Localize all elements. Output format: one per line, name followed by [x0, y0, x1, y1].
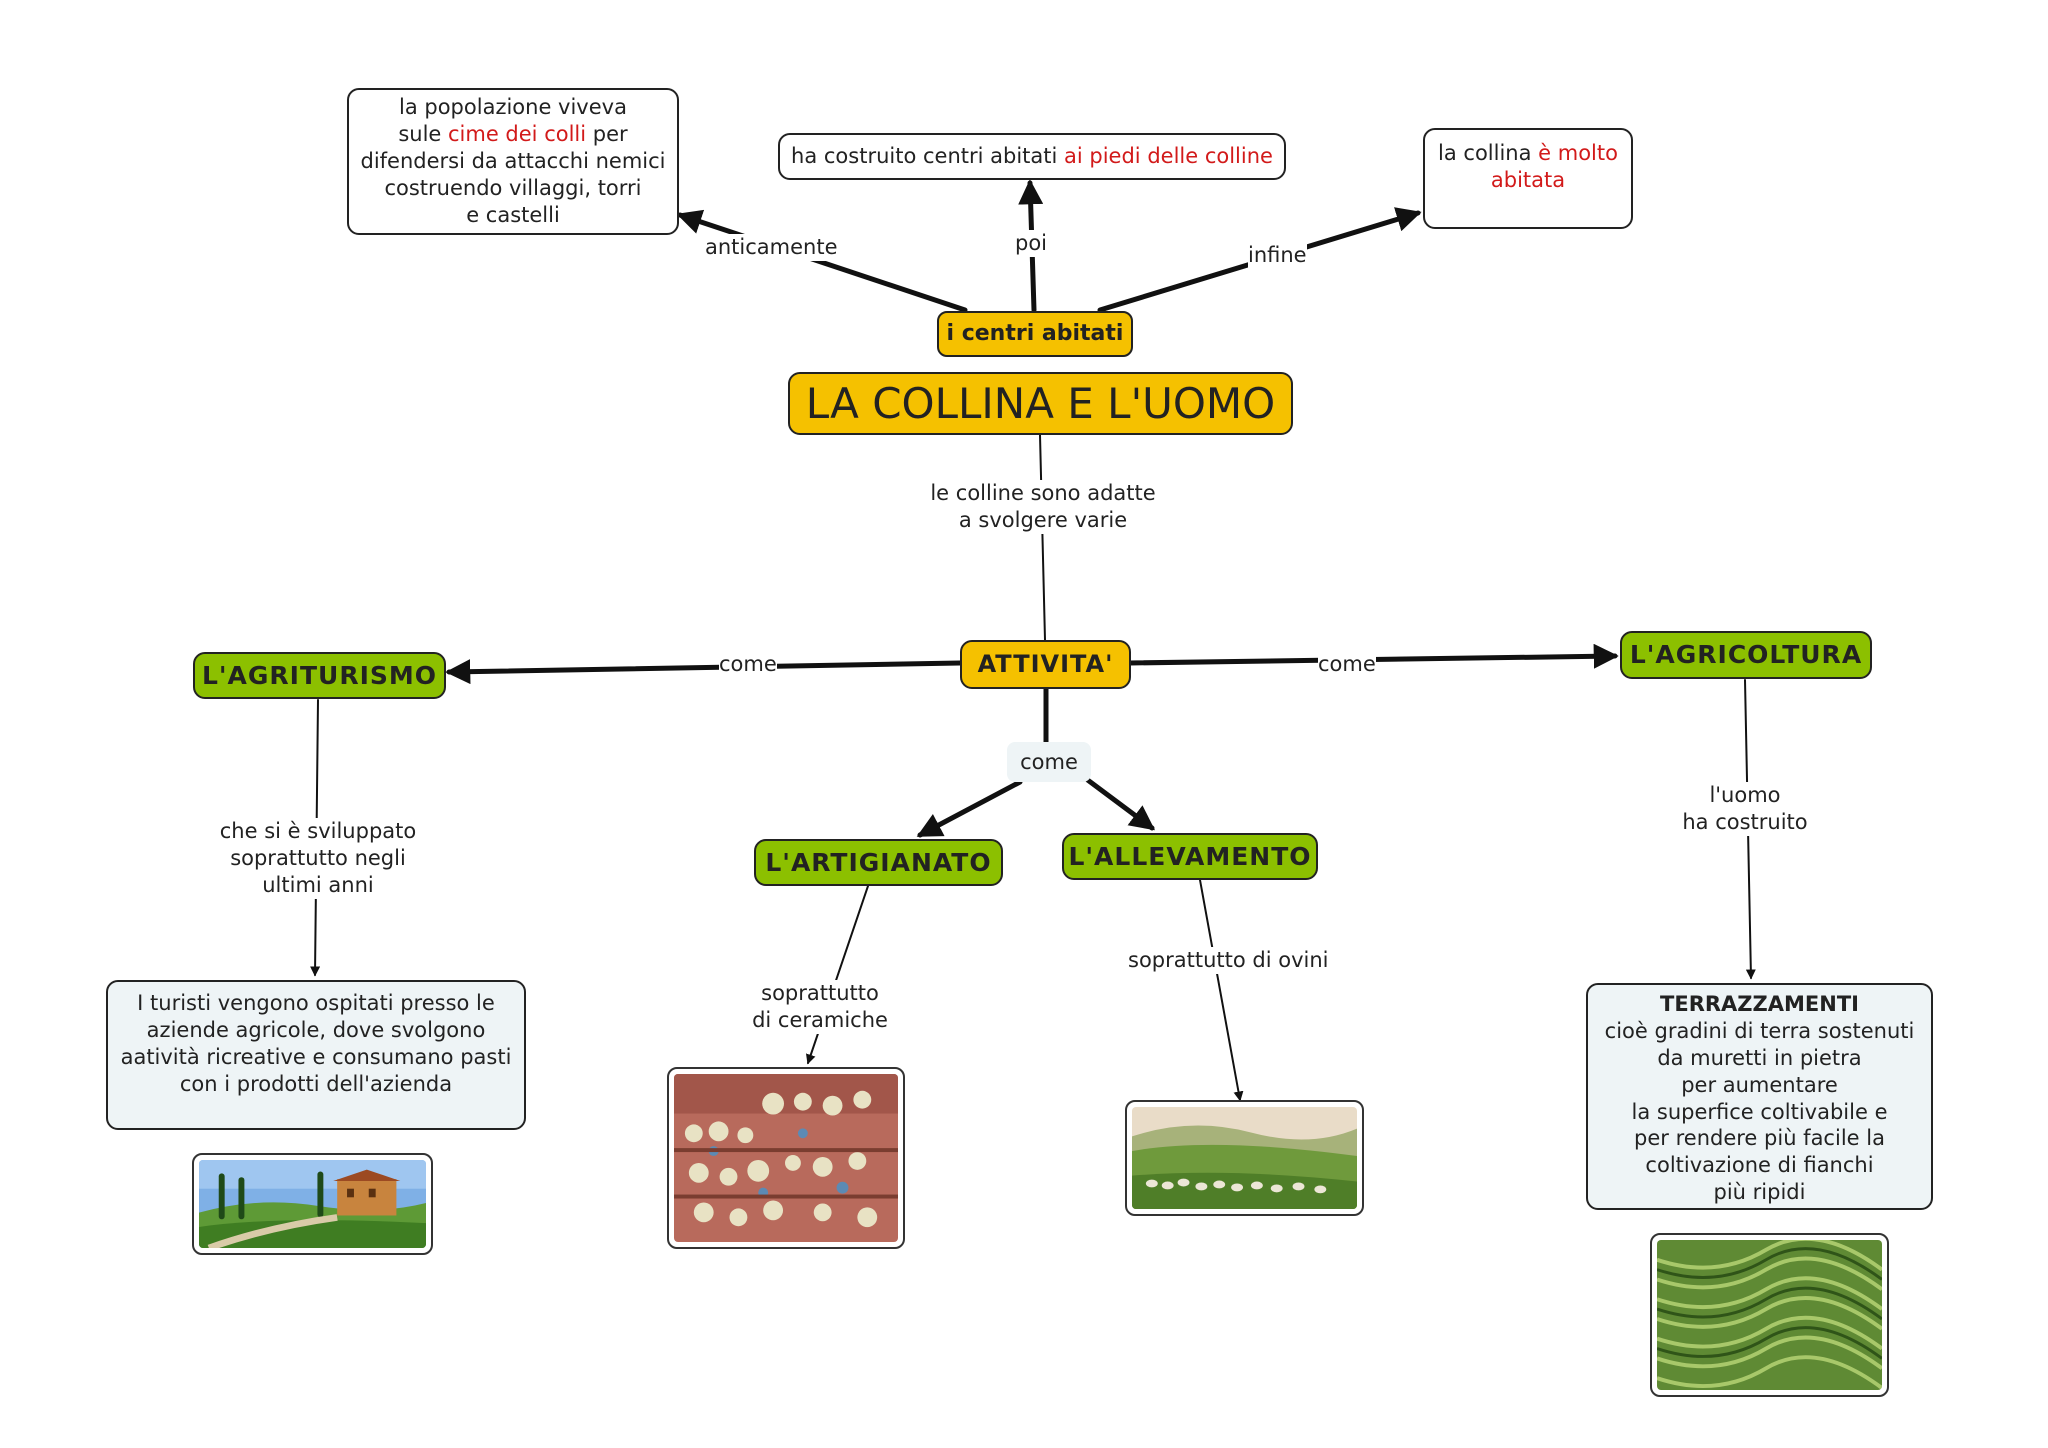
photo-agriturismo-farmhouse	[192, 1153, 433, 1255]
arrow-anticamente	[676, 209, 968, 313]
label-poi: poi	[1015, 230, 1048, 257]
arrow-allevamento	[1082, 775, 1156, 831]
arrow-artigianato	[916, 779, 1023, 838]
label-sviluppato: che si è sviluppato soprattutto negli ul…	[198, 818, 438, 899]
note-cime-dei-colli: la popolazione viveva sule cime dei coll…	[347, 88, 679, 235]
photo-allevamento-ovini	[1125, 1100, 1364, 1216]
label-colline-adatte: le colline sono adatte a svolgere varie	[918, 480, 1168, 534]
arrow-agriturismo	[445, 659, 963, 685]
node-la-collina-e-luomo[interactable]: LA COLLINA E L'UOMO	[788, 372, 1293, 435]
arrow-artigianato-photo	[805, 885, 869, 1065]
node-attivita[interactable]: ATTIVITA'	[960, 640, 1131, 689]
label-come-left: come	[719, 651, 777, 678]
label-ceramiche: soprattutto di ceramiche	[740, 980, 900, 1034]
photo-terrazzamenti	[1650, 1233, 1889, 1397]
node-agricoltura[interactable]: L'AGRICOLTURA	[1620, 631, 1872, 679]
label-anticamente: anticamente	[705, 234, 838, 261]
label-uomo-ha-costruito: l'uomo ha costruito	[1670, 782, 1820, 836]
note-collina-abitata: la collina è molto abitata	[1423, 128, 1633, 229]
line-title-attivita	[1039, 434, 1046, 641]
photo-artigianato-ceramiche	[667, 1067, 905, 1249]
node-centri-abitati[interactable]: i centri abitati	[937, 311, 1133, 357]
note-agriturismo-turisti: I turisti vengono ospitati presso le azi…	[106, 980, 526, 1130]
label-ovini: soprattutto di ovini	[1128, 947, 1329, 974]
arrow-allevamento-photo	[1199, 879, 1244, 1102]
label-come-right: come	[1318, 651, 1376, 678]
label-come-center: come	[1007, 742, 1091, 782]
node-agriturismo[interactable]: L'AGRITURISMO	[193, 652, 446, 699]
note-ai-piedi-delle-colline: ha costruito centri abitati ai piedi del…	[778, 133, 1286, 180]
label-infine: infine	[1248, 242, 1307, 269]
node-artigianato[interactable]: L'ARTIGIANATO	[754, 839, 1003, 886]
note-terrazzamenti: TERRAZZAMENTI cioè gradini di terra sost…	[1586, 983, 1933, 1210]
node-allevamento[interactable]: L'ALLEVAMENTO	[1062, 833, 1318, 880]
